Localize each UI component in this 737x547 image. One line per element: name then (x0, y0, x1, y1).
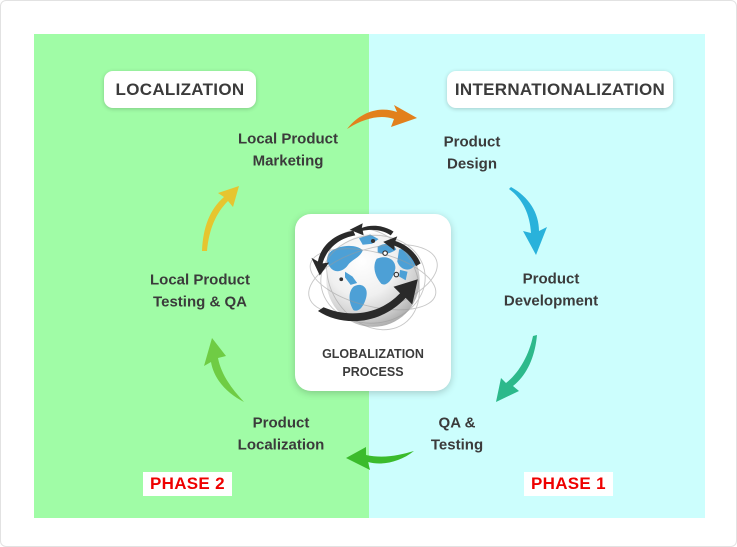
arrow-design-to-development-icon (509, 187, 547, 255)
phase-1-badge: PHASE 1 (524, 472, 613, 496)
node-product-design: Product Design (443, 133, 501, 172)
phase-2-badge: PHASE 2 (143, 472, 232, 496)
arrow-localization-to-testing-icon (204, 338, 244, 402)
internationalization-title-label: INTERNATIONALIZATION (454, 79, 666, 99)
node-product-localization: Product Localization (237, 414, 325, 453)
arrow-testing-to-marketing-icon (202, 186, 239, 251)
localization-title: LOCALIZATION (104, 71, 256, 108)
node-local-product-testing-qa: Local Product Testing & QA (149, 271, 251, 310)
arrow-development-to-qa-icon (496, 335, 537, 402)
globe-illustration (308, 223, 438, 331)
internationalization-title: INTERNATIONALIZATION (447, 71, 673, 108)
node-product-development: Product Development (503, 270, 599, 309)
localization-title-label: LOCALIZATION (115, 79, 245, 99)
arrow-qa-to-localization-icon (346, 447, 414, 470)
arrow-marketing-to-design-icon (347, 105, 417, 129)
globalization-process-label: GLOBALIZATION PROCESS (322, 347, 424, 379)
node-qa-testing: QA & Testing (430, 414, 484, 453)
globalization-process-card: GLOBALIZATION PROCESS (295, 214, 451, 391)
node-local-product-marketing: Local Product Marketing (237, 130, 339, 169)
